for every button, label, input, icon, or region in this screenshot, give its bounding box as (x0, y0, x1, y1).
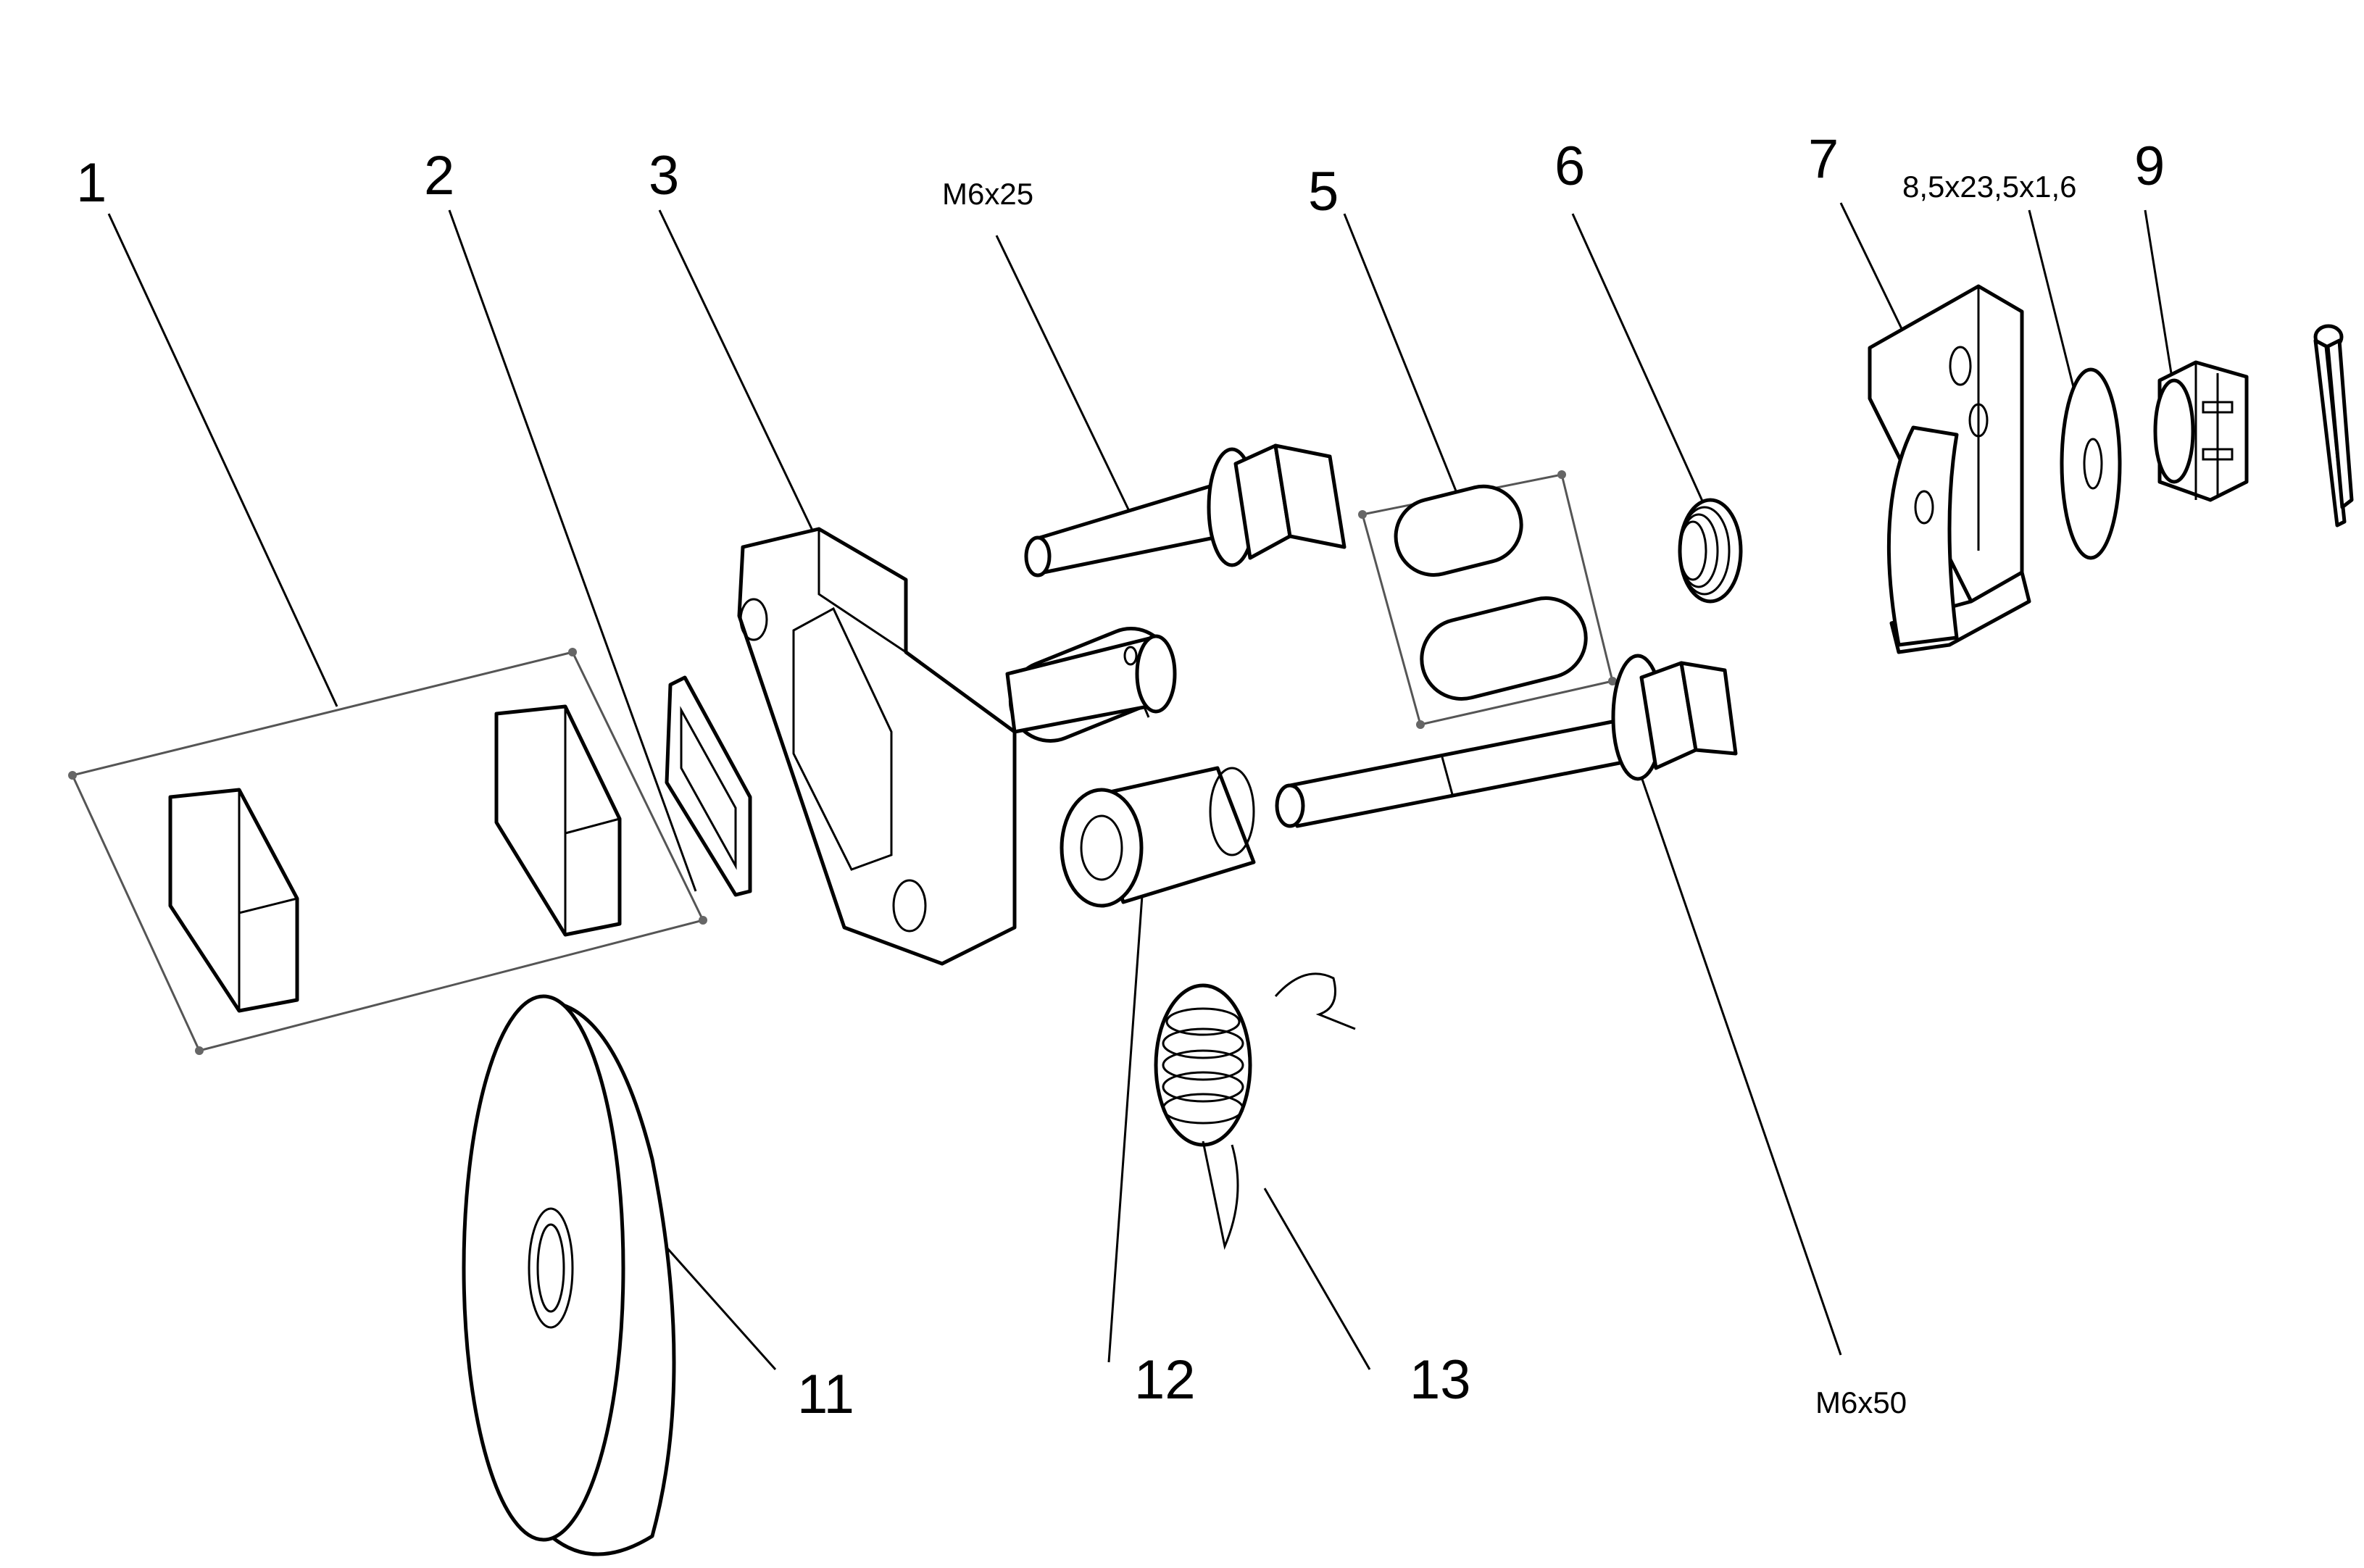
label-11: 11 (797, 1364, 854, 1425)
label-6: 6 (1555, 135, 1585, 197)
part-12-bushing (1060, 766, 1256, 908)
bolt-m6x50 (1275, 654, 1738, 828)
part-1-blocks (68, 648, 707, 1055)
callout-labels: 1 2 3 M6x25 5 6 7 8,5x23,5x1,6 9 11 12 1… (76, 128, 2165, 1425)
label-9: 9 (2134, 135, 2165, 197)
label-5: 5 (1308, 161, 1339, 222)
label-washer: 8,5x23,5x1,6 (1902, 170, 2077, 204)
label-13: 13 (1410, 1349, 1471, 1411)
leader-lines (107, 202, 2176, 1370)
part-13-torsion-spring (1154, 972, 1356, 1250)
label-7: 7 (1808, 128, 1839, 190)
part-6-spring (1678, 498, 1743, 604)
label-m6x50: M6x50 (1815, 1385, 1907, 1419)
part-11-disc (462, 994, 676, 1556)
label-12: 12 (1134, 1349, 1196, 1411)
washer (2060, 367, 2122, 560)
part-2-gasket (665, 675, 752, 897)
part-5-rollers (1358, 470, 1617, 729)
label-1: 1 (76, 152, 107, 214)
part-7-lever (1868, 284, 2031, 654)
label-2: 2 (424, 145, 454, 207)
bolt-m6x25 (1024, 443, 1347, 577)
cotter-pin (2313, 324, 2354, 527)
part-9-castle-nut (2153, 360, 2249, 502)
shaft-stub (1005, 634, 1177, 734)
label-3: 3 (649, 145, 679, 207)
label-m6x25: M6x25 (942, 177, 1033, 211)
